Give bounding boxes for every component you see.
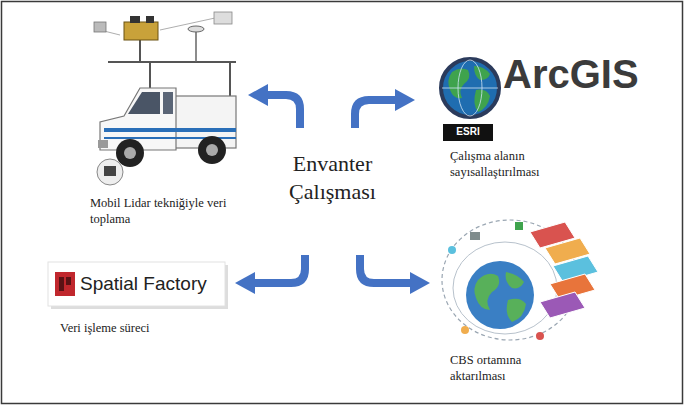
caption: Veri işleme süreci [60,320,150,336]
caption: Mobil Lidar tekniğiyle veri toplama [90,195,235,228]
globe-node: CBS ortamına aktarılması [430,205,615,400]
gis-globe [442,220,598,340]
logo-text: ArcGIS [503,48,639,100]
logo-subtext: ESRI [443,125,493,138]
center-node: Envanter Çalışması [255,128,410,255]
center-title: Envanter Çalışması [265,150,400,205]
spatial-factory-node: Spatial FactoryVeri işleme süreci [45,256,235,346]
truck-node: Mobil Lidar tekniğiyle veri toplama [88,12,248,240]
flow-arrow [247,255,305,283]
spatial-factory-logo [48,262,228,309]
lidar-truck [94,12,236,185]
flow-arrow [355,100,403,128]
flow-arrow [360,255,418,283]
arcgis-node: ArcGIS ESRI Çalışma alanın sayısallaştırıl… [415,40,655,195]
arcgis-logo [441,59,499,141]
flow-arrow [260,95,300,128]
caption: Çalışma alanın sayısallaştırılması [450,148,570,181]
caption: CBS ortamına aktarılması [450,352,545,385]
logo-text: Spatial Factory [80,272,207,297]
